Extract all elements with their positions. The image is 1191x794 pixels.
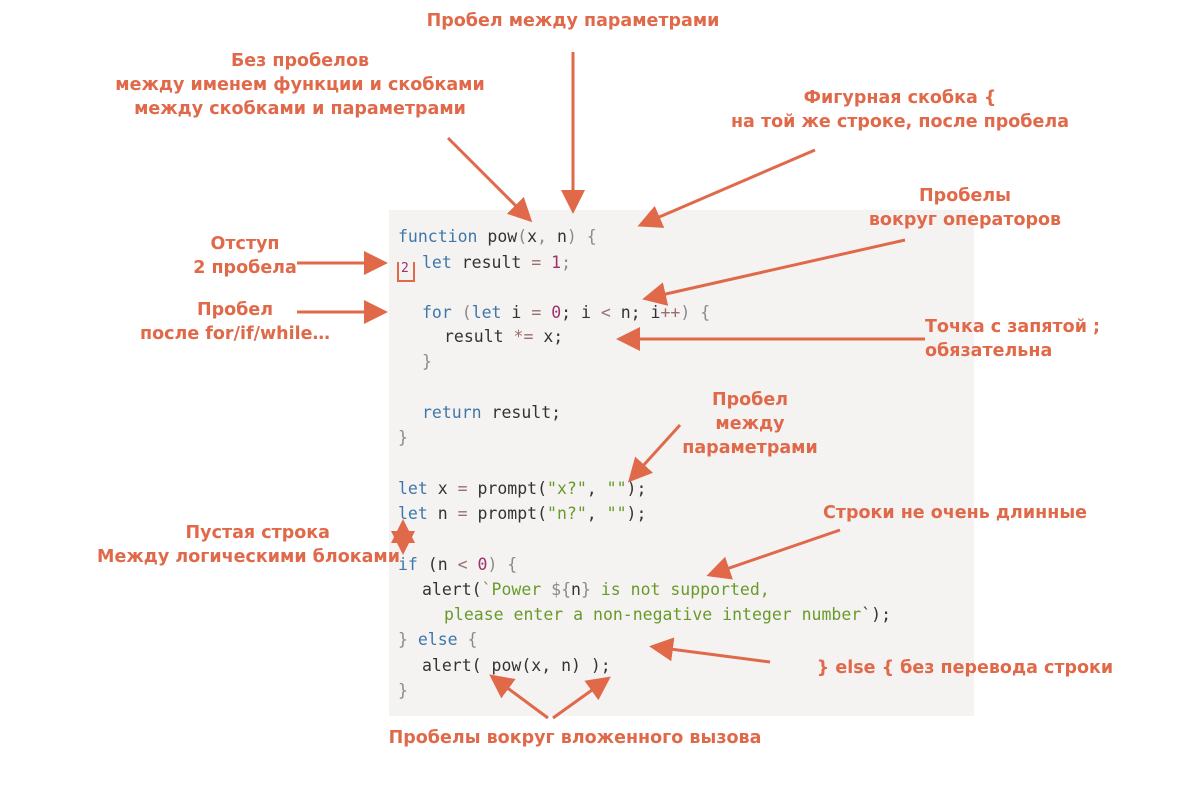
code-line-10: if (n < 0) { — [398, 555, 518, 574]
label-semicolon: Точка с запятой ; обязательна — [925, 317, 1101, 361]
label-indent: Отступ 2 пробела — [193, 234, 297, 278]
code-line-1: function pow(x, n) { — [398, 227, 597, 246]
label-space-after-for: Пробел после for/if/while… — [140, 300, 330, 344]
label-no-spaces: Без пробелов между именем функции и скоб… — [115, 51, 485, 119]
indent-marker — [397, 262, 415, 282]
code-line-8: let x = prompt("x?", ""); — [398, 479, 647, 498]
arrow-no-spaces — [446, 136, 533, 223]
code-line-3: for (let i = 0; i < n; i++) { — [422, 303, 711, 322]
code-line-4: result *= x; — [444, 327, 564, 346]
code-line-7: } — [398, 428, 408, 447]
code-line-2: let result = 1; — [422, 253, 572, 272]
code-line-5: } — [422, 352, 432, 371]
label-space-between-params-mid: Пробел между параметрами — [682, 390, 818, 458]
label-curly-brace: Фигурная скобка { на той же строке, посл… — [730, 88, 1070, 132]
code-line-14: alert( pow(x, n) ); — [422, 656, 611, 675]
label-lines-not-long: Строки не очень длинные — [822, 503, 1088, 523]
code-line-15: } — [398, 681, 408, 700]
indent-marker-number: 2 — [401, 261, 409, 276]
code-line-6: return result; — [422, 403, 562, 422]
code-line-11: alert(`Power ${n} is not supported, — [422, 580, 770, 599]
label-space-between-params-top: Пробел между параметрами — [426, 11, 720, 31]
label-else-no-newline: } else { без перевода строки — [816, 658, 1114, 678]
code-line-13: } else { — [398, 630, 478, 649]
code-line-12: please enter a non-negative integer numb… — [444, 605, 892, 624]
label-spaces-around-operators: Пробелы вокруг операторов — [868, 186, 1062, 230]
label-empty-line: Пустая строка Между логическими блоками — [97, 523, 400, 567]
label-spaces-nested-call: Пробелы вокруг вложенного вызова — [388, 728, 762, 748]
code-line-9: let n = prompt("n?", ""); — [398, 504, 647, 523]
